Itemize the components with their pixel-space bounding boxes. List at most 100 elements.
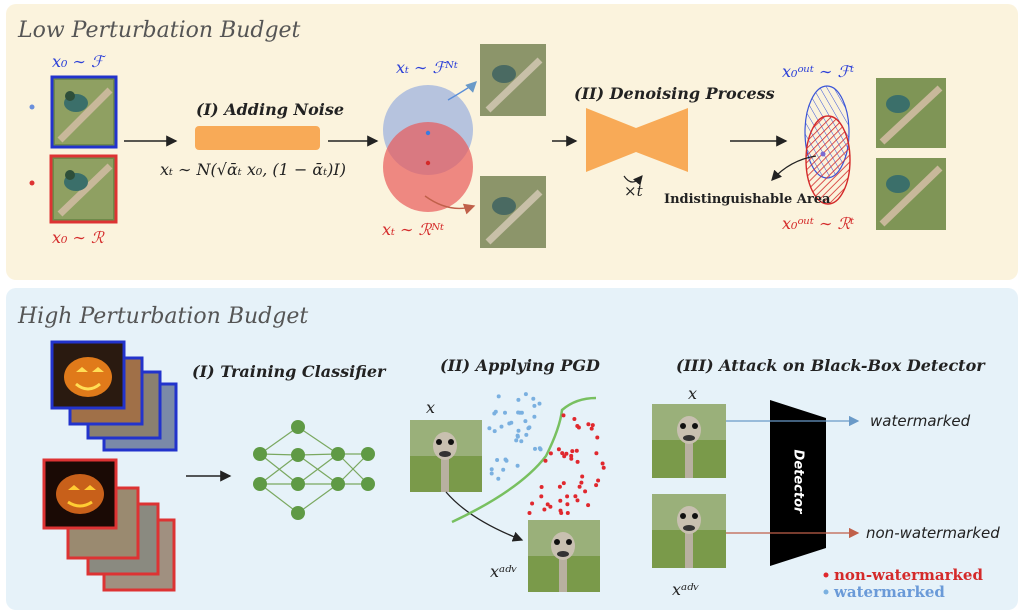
scatter-point — [495, 458, 500, 462]
step-applying-pgd: (II) Applying PGD — [440, 356, 600, 375]
scatter-point — [560, 451, 565, 456]
scatter-point — [489, 471, 494, 476]
output-watermarked: watermarked — [870, 412, 971, 430]
scatter-point — [503, 410, 507, 415]
scatter-point — [572, 417, 577, 421]
scatter-point — [561, 413, 566, 418]
scatter-point — [501, 467, 506, 472]
scatter-point — [517, 410, 522, 415]
ostrich-image-input — [410, 420, 482, 492]
scatter-non-watermarked — [527, 413, 606, 515]
scatter-point — [575, 459, 580, 464]
scatter-point — [548, 504, 553, 509]
scatter-point — [561, 481, 566, 486]
scatter-watermarked — [487, 392, 543, 481]
real-noisy-distribution — [383, 122, 473, 212]
label-xt-fake: xₜ ∼ ℱᴺᵗ — [396, 58, 458, 77]
label-out-fake: x₀ᵒᵘᵗ ∼ ℱᵗ — [782, 62, 855, 81]
label-xadv-pgd: xᵃᵈᵛ — [490, 562, 518, 581]
scatter-point — [576, 425, 581, 430]
scatter-point — [531, 396, 536, 401]
scatter-point — [539, 485, 544, 489]
scatter-point — [558, 498, 563, 503]
real-output-region — [805, 115, 851, 205]
legend-watermarked: watermarked — [834, 583, 945, 601]
label-times-t: ×t — [624, 182, 643, 200]
scatter-point — [542, 507, 547, 512]
scatter-point — [575, 498, 580, 503]
scatter-point — [565, 494, 570, 499]
detector-label: Detector — [790, 449, 806, 514]
scatter-point — [586, 422, 591, 427]
output-non-watermarked: non-watermarked — [866, 524, 1000, 542]
label-x0-real: x₀ ∼ ℛ — [52, 228, 104, 247]
scatter-point — [527, 511, 532, 515]
legend-red-dot — [823, 572, 829, 578]
bird-image-real — [49, 154, 118, 224]
scatter-point — [557, 484, 562, 489]
label-indistinguishable: Indistinguishable Area — [664, 192, 831, 207]
scatter-point — [532, 403, 537, 408]
scatter-point — [527, 425, 532, 430]
label-xt-real: xₜ ∼ ℛᴺᵗ — [382, 220, 445, 239]
high-budget-title: High Perturbation Budget — [18, 304, 309, 329]
label-x-pgd: x — [426, 398, 436, 417]
scatter-point — [565, 502, 570, 507]
scatter-point — [583, 489, 588, 494]
label-x-detector: x — [688, 384, 698, 403]
decision-boundary — [451, 396, 597, 524]
scatter-point — [543, 458, 548, 463]
scatter-point — [519, 439, 524, 444]
scatter-point — [530, 501, 535, 506]
scatter-point — [569, 456, 574, 461]
scatter-point — [574, 448, 579, 453]
legend-blue-dot — [823, 589, 829, 595]
output-image-real — [876, 158, 946, 230]
label-out-real: x₀ᵒᵘᵗ ∼ ℛᵗ — [782, 214, 855, 233]
scatter-point — [577, 484, 582, 489]
scatter-point — [537, 401, 542, 406]
scatter-point — [503, 457, 508, 462]
scatter-point — [516, 428, 521, 433]
noise-block — [195, 126, 320, 150]
scatter-point — [565, 511, 570, 515]
scatter-point — [539, 494, 544, 499]
scatter-point — [573, 494, 578, 499]
scatter-point — [545, 502, 550, 507]
neural-network-icon — [253, 420, 375, 520]
step-training-classifier: (I) Training Classifier — [192, 362, 386, 381]
scatter-point — [596, 478, 601, 483]
scatter-point — [562, 454, 567, 459]
scatter-point — [548, 451, 553, 456]
detector-block — [770, 400, 826, 566]
noisy-image-fake — [480, 44, 546, 116]
scatter-point — [601, 465, 606, 470]
scatter-point — [487, 426, 492, 431]
step-denoising: (II) Denoising Process — [574, 84, 775, 103]
fake-image-stack — [50, 340, 178, 452]
red-dot-marker — [29, 180, 35, 186]
scatter-point — [594, 451, 599, 456]
legend-non-watermarked: non-watermarked — [834, 566, 983, 584]
scatter-point — [589, 426, 594, 431]
scatter-point — [594, 483, 599, 488]
scatter-point — [590, 423, 595, 428]
scatter-point — [524, 432, 529, 437]
label-x0-fake: x₀ ∼ ℱ — [52, 52, 104, 71]
scatter-point — [489, 467, 494, 472]
scatter-point — [515, 463, 520, 468]
scatter-point — [600, 461, 605, 466]
real-image-stack — [42, 458, 176, 592]
scatter-point — [523, 419, 528, 424]
step-attack-detector: (III) Attack on Black-Box Detector — [676, 356, 985, 375]
scatter-point — [532, 414, 537, 419]
scatter-point — [499, 424, 504, 429]
ostrich-image-detector-xadv — [652, 494, 726, 568]
label-xadv-detector: xᵃᵈᵛ — [672, 580, 700, 599]
ostrich-image-adversarial — [528, 520, 600, 592]
scatter-point — [586, 503, 591, 508]
scatter-point — [559, 511, 564, 515]
scatter-point — [533, 446, 537, 451]
scatter-point — [579, 480, 584, 485]
scatter-point — [515, 433, 520, 438]
